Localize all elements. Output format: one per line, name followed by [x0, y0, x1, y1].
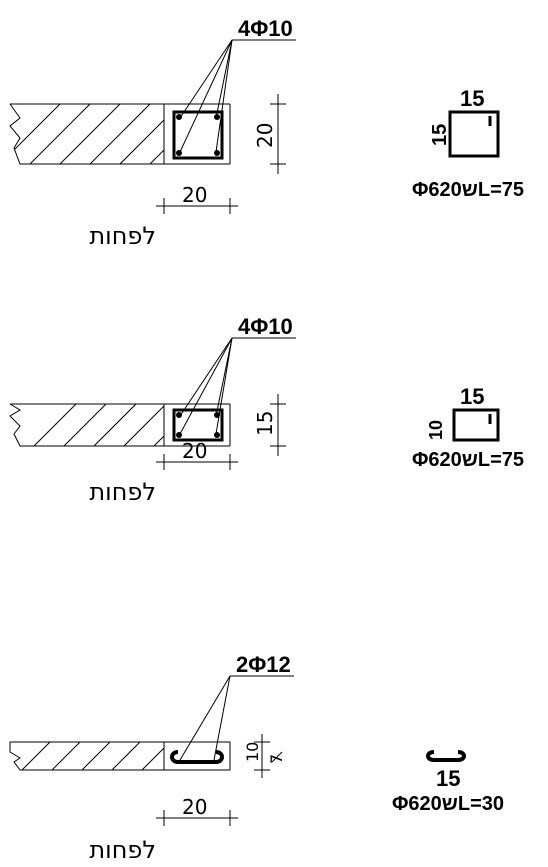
- leader-lines-3: [179, 675, 294, 761]
- width-dim-2: 20: [156, 439, 238, 470]
- svg-text:20: 20: [182, 795, 207, 819]
- width-dim-1: 20: [156, 183, 238, 214]
- height-dim-3: 10 7: [243, 734, 286, 778]
- width-dim-3: 20: [156, 795, 238, 826]
- edge-label-1: לפחות: [89, 222, 156, 250]
- svg-text:15: 15: [253, 411, 277, 436]
- svg-text:20: 20: [182, 183, 207, 207]
- stirrup-section-2: [172, 408, 224, 442]
- svg-text:20: 20: [182, 439, 207, 463]
- edge-label-2: לפחות: [89, 478, 156, 506]
- slab-3-hatch: [21, 741, 165, 771]
- svg-text:7: 7: [267, 754, 286, 764]
- height-dim-1: 20: [253, 94, 286, 174]
- leader-lines-2: [179, 337, 296, 435]
- stirrup-shape-2: 15 10 Φ6ש20L=75: [412, 384, 524, 471]
- svg-text:15: 15: [460, 384, 484, 409]
- svg-text:Φ6ש20L=30: Φ6ש20L=30: [392, 793, 504, 815]
- svg-text:10: 10: [243, 742, 262, 762]
- slab-1-hatch: [13, 103, 165, 165]
- height-dim-2: 15: [253, 394, 286, 456]
- slab-3: [9, 741, 231, 771]
- edge-label-3: לפחות: [89, 836, 156, 864]
- svg-text:15: 15: [429, 124, 451, 146]
- detail-3: 2Φ12 10 7 20 לפחות 15 Φ6ש20L=30: [9, 652, 504, 864]
- bar-section-3: [170, 750, 224, 764]
- detail-2: 4Φ10 15 20 לפחות 15 10 Φ6ש20L=75: [9, 314, 524, 506]
- svg-text:10: 10: [426, 420, 446, 440]
- stirrup-shape-3: 15 Φ6ש20L=30: [392, 750, 504, 815]
- slab-2-hatch: [33, 403, 165, 447]
- leader-lines-1: [179, 39, 296, 153]
- stirrup-section-1: [172, 110, 224, 160]
- rebar-label-3: 2Φ12: [236, 652, 291, 677]
- svg-text:15: 15: [436, 766, 460, 791]
- slab-2: [9, 403, 231, 447]
- slab-1: [9, 103, 231, 165]
- svg-text:15: 15: [460, 86, 484, 111]
- rebar-label-2: 4Φ10: [238, 314, 293, 339]
- detail-1: 4Φ10 20 20 לפחות 15 15 Φ6ש20L=75: [9, 16, 524, 250]
- rebar-label-1: 4Φ10: [238, 16, 293, 41]
- svg-text:Φ6ש20L=75: Φ6ש20L=75: [412, 179, 524, 201]
- stirrup-shape-1: 15 15 Φ6ש20L=75: [412, 86, 524, 201]
- svg-text:Φ6ש20L=75: Φ6ש20L=75: [412, 449, 524, 471]
- svg-text:20: 20: [253, 123, 277, 148]
